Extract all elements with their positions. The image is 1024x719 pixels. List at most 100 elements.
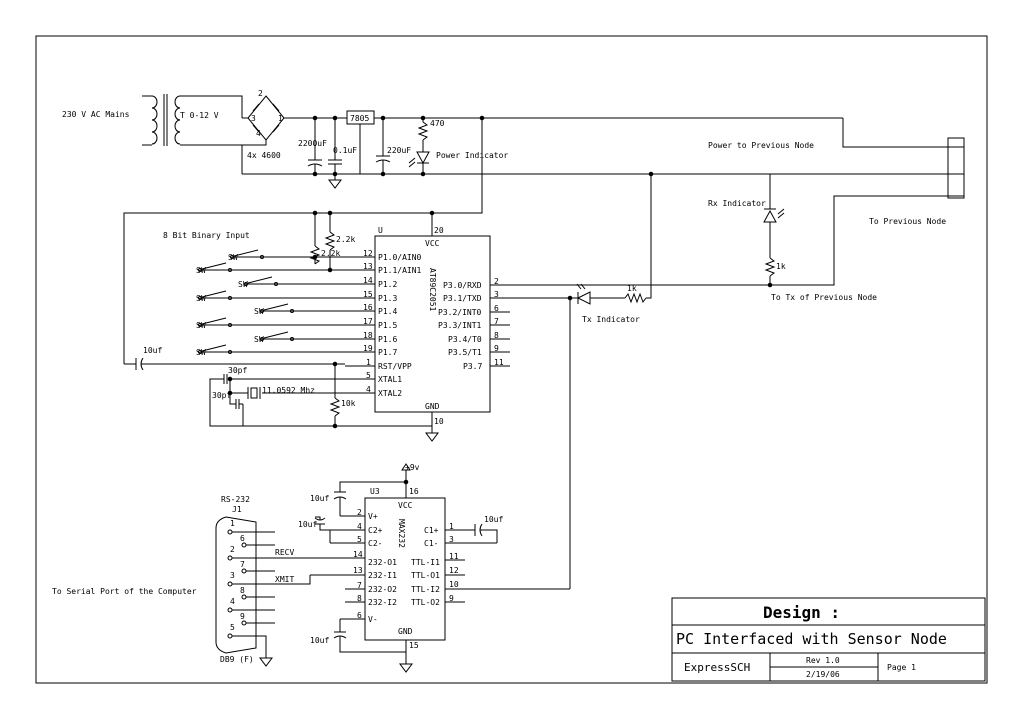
switch-array: [198, 249, 345, 354]
mcu-left-pins: [345, 256, 375, 394]
mcu-pin-name: RST/VPP: [378, 362, 412, 371]
transformer-primary: [151, 95, 158, 145]
bridge-pin-3: 3: [251, 114, 256, 123]
junction: [312, 115, 318, 121]
mcu-pin-name: P1.5: [378, 321, 397, 330]
crystal-label: 11.0592 Mhz: [262, 386, 315, 395]
sw-label: SW: [196, 348, 206, 357]
resistor-1k-tx: [624, 292, 647, 304]
max-pin-name: 232-I1: [368, 571, 397, 580]
mcu-pin-name: P3.5/T1: [448, 348, 482, 357]
sec-wire-top: [180, 95, 243, 118]
max-pin-num: 1: [449, 522, 454, 531]
regulator-label: 7805: [350, 114, 369, 123]
junction: [767, 282, 773, 288]
max-pin-num: 7: [357, 581, 362, 590]
max232-gnd-pin: 15: [409, 641, 419, 650]
db9-pin: 4: [230, 597, 235, 606]
max-pin-num: 13: [353, 566, 363, 575]
max232-name: MAX232: [397, 519, 406, 548]
max232-right-wires: [445, 529, 570, 603]
title-design: Design :: [763, 603, 840, 622]
mcu-pin-name: P3.1/TXD: [443, 294, 482, 303]
resistor-2k2-a-label: 2.2k: [336, 235, 355, 244]
xmit-label: XMIT: [275, 575, 294, 584]
mcu-pin-num: 13: [363, 262, 373, 271]
power-prev-label: Power to Previous Node: [708, 141, 814, 150]
max-pin-name: C2+: [368, 526, 383, 535]
mcu-pin-num: 12: [363, 249, 373, 258]
db9-pin: 6: [240, 534, 245, 543]
mains-label: 230 V AC Mains: [62, 110, 130, 119]
max-pin-num: 2: [357, 508, 362, 517]
db9-pin: 2: [230, 545, 235, 554]
j1-label: J1: [232, 505, 242, 514]
max232-gnd: GND: [398, 627, 413, 636]
mcu-pin-name: P1.1/AIN1: [378, 266, 422, 275]
prev-node-connector: [947, 137, 965, 199]
max232-body: [364, 497, 446, 641]
db9-pin: 5: [230, 623, 235, 632]
rx-led: [763, 208, 785, 223]
mcu-gnd-pin: 10: [434, 417, 444, 426]
cap-max-c2: [314, 516, 331, 543]
junction: [403, 479, 409, 485]
max-pin-num: 14: [353, 550, 363, 559]
mcu-pin-num: 18: [363, 331, 373, 340]
sw-label: SW: [196, 266, 206, 275]
bridge-gnd: [242, 140, 267, 146]
mcu-pin-num: 2: [494, 277, 499, 286]
to-tx-prev-label: To Tx of Previous Node: [771, 293, 877, 302]
resistor-2k2-b-label: 2.2k: [321, 249, 340, 258]
mcu-pin-num: 5: [366, 371, 371, 380]
ground-symbol-3: [399, 663, 413, 673]
resistor-1k-tx-label: 1k: [627, 284, 637, 293]
max-pin-num: 11: [449, 552, 459, 561]
sheet-border: [35, 35, 988, 684]
mcu-vcc-pin: 20: [434, 226, 444, 235]
sw-label: SW: [254, 307, 264, 316]
mcu-pin-num: 8: [494, 331, 499, 340]
max-pin-name: V-: [368, 615, 378, 624]
junction: [227, 376, 233, 382]
plus9v-label: +9v: [405, 463, 420, 472]
cap-220uf: [375, 118, 391, 174]
max-pin-num: 12: [449, 566, 459, 575]
max-pin-num: 4: [357, 522, 362, 531]
junction: [227, 390, 233, 396]
db9-pins: [227, 529, 315, 658]
transformer-secondary: [174, 95, 181, 145]
junction: [380, 171, 386, 177]
mcu-pin-num: 6: [494, 304, 499, 313]
mcu-pin-name: XTAL1: [378, 375, 402, 384]
bridge-pin-4: 4: [256, 129, 261, 138]
vcc-drop: [123, 118, 483, 364]
power-indicator-label: Power Indicator: [436, 151, 508, 160]
rs232-label: RS-232: [221, 495, 250, 504]
junction: [312, 171, 318, 177]
max-pin-num: 3: [449, 535, 454, 544]
junction: [332, 423, 338, 429]
sw-label: SW: [254, 335, 264, 344]
max-pin-num: 5: [357, 535, 362, 544]
junction: [332, 115, 338, 121]
tx-led: [576, 283, 591, 305]
to-tx-prev-wire: [494, 195, 948, 286]
bridge-label: 4x 4600: [247, 151, 281, 160]
mcu-name: AT89C2051: [428, 268, 437, 312]
junction: [429, 210, 435, 216]
mcu-pin-num: 9: [494, 344, 499, 353]
u-label: U: [378, 226, 383, 235]
resistor-1k-rx: [764, 222, 776, 285]
cap-max-c3-label: 10uf: [310, 494, 329, 503]
max-pin-num: 10: [449, 580, 459, 589]
db9-pin: 8: [240, 586, 245, 595]
crystal: [250, 387, 258, 399]
mcu-pin-name: P1.2: [378, 280, 397, 289]
cap-max-c1-label: 10uf: [484, 515, 503, 524]
title-date: 2/19/06: [806, 670, 840, 679]
resistor-470: [417, 118, 429, 152]
mcu-pin-num: 1: [366, 358, 371, 367]
mcu-vcc: VCC: [425, 239, 440, 248]
